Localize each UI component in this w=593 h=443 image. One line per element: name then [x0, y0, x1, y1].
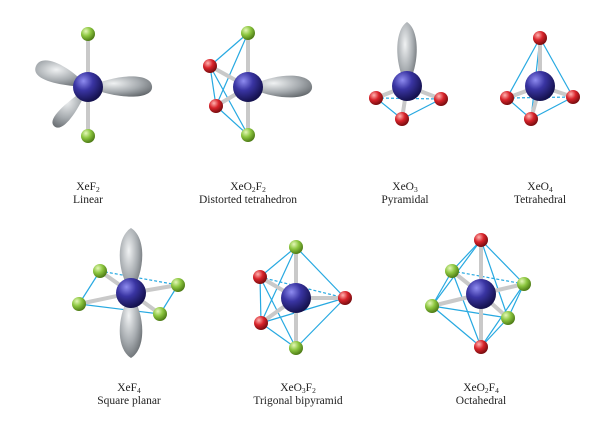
molecule-xeo3 — [369, 22, 448, 126]
formula-symbol: F — [130, 382, 138, 394]
formula-symbol: XeO — [280, 382, 302, 394]
lone-pair-lobe — [397, 22, 417, 86]
formula-subscript: 2 — [262, 185, 266, 194]
molecule-xeo2f4 — [425, 233, 531, 354]
xenon-atom — [73, 72, 103, 102]
molecule-xeo3f2 — [253, 240, 352, 355]
caption-xef4: XeF4 Square planar — [54, 382, 204, 408]
formula-subscript: 3 — [413, 185, 418, 194]
caption-xeo3: XeO3 Pyramidal — [330, 181, 480, 207]
oxygen-atom — [533, 31, 547, 45]
shape-name-xef2: Linear — [72, 194, 103, 206]
fluorine-atom — [517, 277, 531, 291]
lone-pair-lobe — [88, 76, 153, 97]
fluorine-atom — [289, 240, 303, 254]
xenon-atom — [525, 71, 555, 101]
caption-xef2: XeF2 Linear — [13, 181, 163, 207]
fluorine-atom — [171, 278, 185, 292]
formula-xeo2f4: XeO2F4 — [406, 382, 556, 395]
caption-xeo2f2: XeO2F2 Distorted tetrahedron — [173, 181, 323, 207]
oxygen-atom — [369, 91, 383, 105]
oxygen-atom — [395, 112, 409, 126]
formula-symbol: F — [305, 382, 313, 394]
fluorine-atom — [72, 297, 86, 311]
shape-name-xeo2f4: Octahedral — [455, 395, 507, 407]
formula-symbol: F — [89, 181, 97, 193]
formula-subscript: 4 — [137, 386, 141, 395]
shape-name-xeo2f2: Distorted tetrahedron — [198, 194, 298, 206]
xenon-atom — [392, 71, 422, 101]
oxygen-atom — [203, 59, 217, 73]
formula-xeo2f2: XeO2F2 — [173, 181, 323, 194]
molecule-xeo4 — [500, 31, 580, 126]
fluorine-atom — [425, 299, 439, 313]
oxygen-atom — [524, 112, 538, 126]
fluorine-atom — [81, 129, 95, 143]
formula-subscript: 4 — [495, 386, 499, 395]
formula-symbol: XeO — [527, 181, 549, 193]
formula-subscript: 2 — [312, 386, 316, 395]
fluorine-atom — [93, 264, 107, 278]
oxygen-atom — [338, 291, 352, 305]
xenon-atom — [281, 283, 311, 313]
shape-name-xeo4: Tetrahedral — [513, 194, 567, 206]
fluorine-atom — [445, 264, 459, 278]
formula-xef2: XeF2 — [13, 181, 163, 194]
formula-subscript: 3 — [301, 386, 306, 395]
lone-pair-lobe — [248, 75, 313, 98]
formula-subscript: 2 — [251, 185, 256, 194]
oxygen-atom — [500, 91, 514, 105]
xenon-atom — [233, 72, 263, 102]
fluorine-atom — [81, 27, 95, 41]
oxygen-atom — [209, 99, 223, 113]
molecule-xef4 — [72, 228, 185, 358]
formula-symbol: XeO — [463, 382, 485, 394]
formula-subscript: 4 — [548, 185, 553, 194]
formula-symbol: F — [488, 382, 496, 394]
shape-name-xeo3f2: Trigonal bipyramid — [253, 395, 343, 407]
caption-xeo4: XeO4 Tetrahedral — [465, 181, 593, 207]
caption-xeo2f4: XeO2F4 Octahedral — [406, 382, 556, 408]
formula-subscript: 2 — [484, 386, 489, 395]
molecule-xeo2f2 — [203, 26, 313, 142]
formula-xeo4: XeO4 — [465, 181, 593, 194]
oxygen-atom — [474, 340, 488, 354]
lone-pair-lobe — [119, 228, 143, 293]
formula-symbol: Xe — [76, 181, 90, 193]
fluorine-atom — [241, 26, 255, 40]
formula-subscript: 2 — [96, 185, 100, 194]
formula-symbol: XeO — [392, 181, 414, 193]
lone-pair-lobe — [119, 293, 143, 358]
oxygen-atom — [254, 316, 268, 330]
xenon-atom — [466, 279, 496, 309]
xenon-atom — [116, 278, 146, 308]
shape-name-xeo3: Pyramidal — [381, 194, 429, 206]
formula-symbol: Xe — [117, 382, 131, 394]
oxygen-atom — [474, 233, 488, 247]
oxygen-atom — [566, 90, 580, 104]
molecule-xef2 — [35, 27, 153, 143]
fluorine-atom — [501, 311, 515, 325]
formula-symbol: F — [255, 181, 263, 193]
formula-symbol: XeO — [230, 181, 252, 193]
caption-xeo3f2: XeO3F2 Trigonal bipyramid — [223, 382, 373, 408]
oxygen-atom — [253, 270, 267, 284]
fluorine-atom — [153, 307, 167, 321]
formula-xef4: XeF4 — [54, 382, 204, 395]
fluorine-atom — [289, 341, 303, 355]
fluorine-atom — [241, 128, 255, 142]
oxygen-atom — [434, 92, 448, 106]
formula-xeo3f2: XeO3F2 — [223, 382, 373, 395]
formula-xeo3: XeO3 — [330, 181, 480, 194]
shape-name-xef4: Square planar — [97, 395, 161, 407]
